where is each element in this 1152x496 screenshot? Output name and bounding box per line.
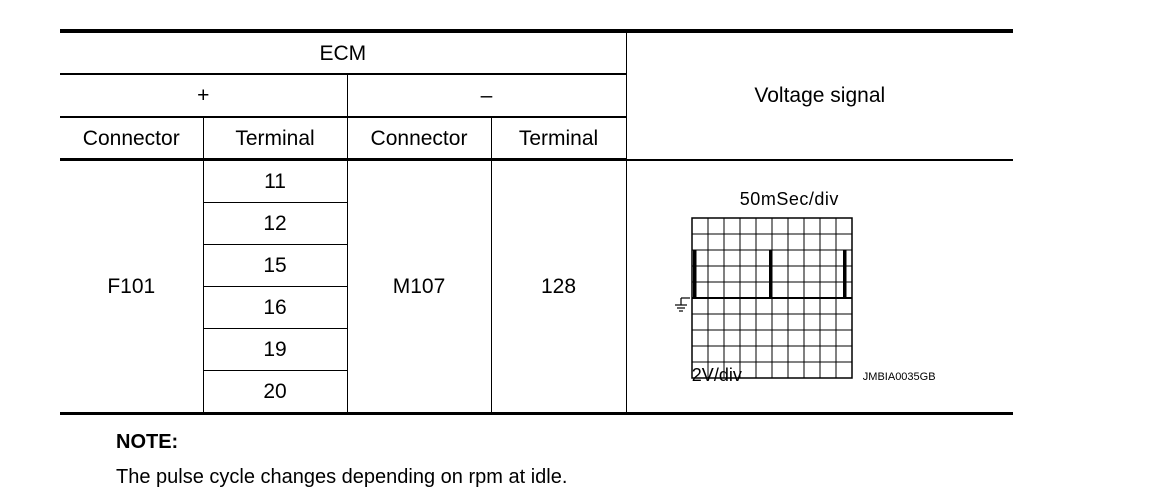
plus-terminal-cell: 11 — [202, 159, 347, 203]
ground-icon — [674, 297, 690, 312]
image-code-label: JMBIA0035GB — [862, 371, 936, 384]
table-row: 12 — [60, 202, 1013, 245]
pulse-waveform — [691, 250, 852, 300]
minus-header: – — [346, 74, 627, 118]
plus-connector-cell: F101 — [107, 275, 156, 298]
plus-terminal-cell: 19 — [202, 328, 347, 371]
voltage-division-label: 2V/div — [691, 365, 742, 386]
table-row: F101 11 M107 128 — [60, 159, 1014, 414]
table-row: 20 — [60, 370, 1013, 414]
col-terminal-plus: Terminal — [202, 117, 347, 161]
table-row: 15 — [60, 244, 1013, 287]
ecm-signal-table: ECM Voltage signal + – Connector Termina… — [60, 29, 1014, 415]
note-title: NOTE: — [116, 431, 179, 453]
minus-connector-cell: M107 — [346, 159, 491, 414]
plus-terminal-cell: 16 — [202, 286, 347, 329]
table-row: 16 — [60, 286, 1013, 329]
oscilloscope-grid — [674, 217, 853, 379]
col-connector-minus: Connector — [346, 117, 491, 161]
col-terminal-minus: Terminal — [490, 117, 627, 161]
plus-terminal-cell: 15 — [202, 244, 347, 287]
table-row: 19 — [60, 328, 1013, 371]
col-connector-plus: Connector — [60, 117, 203, 161]
plus-terminal-cell: 20 — [202, 370, 347, 414]
time-division-label: 50mSec/div — [739, 189, 839, 210]
ecm-header: ECM — [60, 31, 627, 75]
plus-terminal-cell: 12 — [202, 202, 347, 245]
oscilloscope-figure: 50mSec/div 2V/div JMBIA0035GB — [670, 181, 970, 391]
voltage-signal-header: Voltage signal — [625, 31, 1014, 161]
voltage-signal-cell: 50mSec/div 2V/div JMBIA0035GB — [625, 159, 1014, 414]
minus-terminal-cell: 128 — [490, 159, 627, 414]
note-text: The pulse cycle changes depending on rpm… — [116, 466, 568, 488]
plus-header: + — [60, 74, 347, 118]
